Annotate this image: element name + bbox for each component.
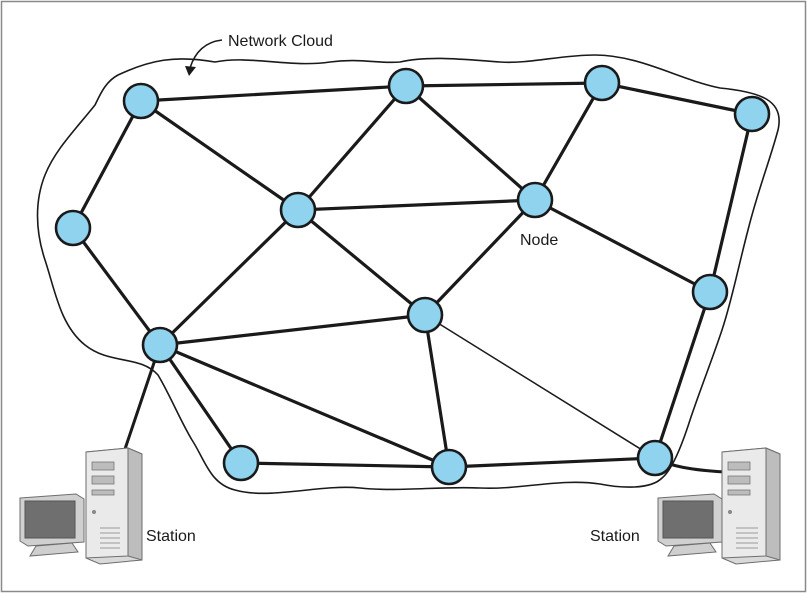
link	[533, 81, 604, 202]
link	[158, 343, 243, 465]
link	[158, 313, 427, 347]
link	[423, 313, 451, 469]
link	[239, 461, 451, 469]
station-link-left	[122, 344, 162, 453]
link	[71, 226, 162, 347]
link	[158, 343, 451, 469]
link	[296, 208, 427, 317]
network-node	[222, 444, 260, 482]
link	[71, 99, 143, 230]
link	[139, 84, 408, 103]
network-cloud-outline	[36, 54, 780, 495]
link	[653, 290, 712, 460]
network-node	[733, 95, 771, 133]
cloud-pointer-arrow	[189, 39, 223, 69]
network-node	[691, 273, 729, 311]
network-nodes	[54, 64, 771, 486]
network-links	[71, 81, 754, 469]
link	[708, 112, 754, 294]
link	[423, 198, 537, 317]
network-node	[406, 296, 444, 334]
network-cloud-label: Network Cloud	[228, 33, 333, 50]
network-node	[387, 67, 425, 105]
desktop-computer-icon	[657, 447, 781, 565]
link	[296, 84, 408, 212]
network-node	[141, 326, 179, 364]
station-label-left: Station	[146, 528, 196, 545]
cloud-pointer-arrowhead	[185, 66, 196, 76]
link	[600, 81, 754, 116]
network-node	[516, 181, 554, 219]
node-label: Node	[520, 232, 558, 249]
network-node	[430, 448, 468, 486]
link	[158, 208, 300, 347]
desktop-computer-icon	[19, 447, 143, 565]
network-node	[279, 191, 317, 229]
station-label-right: Station	[590, 528, 640, 545]
link-thin	[424, 314, 656, 459]
network-node	[583, 64, 621, 102]
link	[404, 81, 604, 88]
network-node	[636, 439, 674, 477]
link	[404, 84, 537, 202]
network-node	[122, 82, 160, 120]
link	[447, 456, 657, 469]
link	[139, 99, 300, 212]
link	[296, 198, 537, 212]
network-node	[54, 209, 92, 247]
link	[533, 198, 712, 294]
